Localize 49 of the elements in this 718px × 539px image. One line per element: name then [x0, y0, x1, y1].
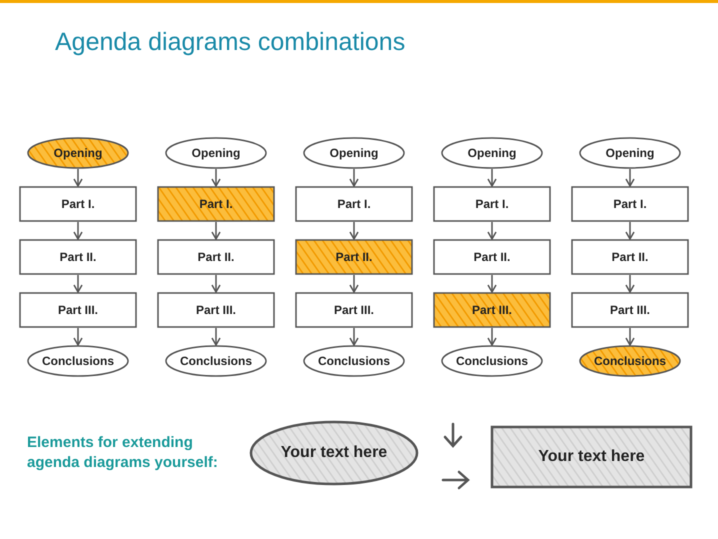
arrow [349, 222, 359, 240]
node-label: Part III. [470, 303, 513, 317]
arrow [625, 222, 635, 240]
arrow [487, 169, 497, 187]
node-label: Your text here [280, 444, 388, 462]
arrow [73, 275, 83, 293]
node-label: Part III. [332, 303, 375, 317]
node-label: Opening [466, 146, 518, 160]
arrow [625, 169, 635, 187]
node-label: Part I. [474, 197, 510, 211]
arrow [211, 328, 221, 346]
arrow [487, 328, 497, 346]
arrow [625, 328, 635, 346]
arrow [487, 275, 497, 293]
arrow [211, 222, 221, 240]
node-label: Part II. [196, 250, 236, 264]
node-label: Your text here [537, 448, 646, 466]
node-label: Part II. [334, 250, 374, 264]
note-text: Elements for extending agenda diagrams yourself: [27, 433, 219, 473]
node-label: Part I. [60, 197, 96, 211]
arrow [349, 328, 359, 346]
node-label: Opening [190, 146, 242, 160]
arrow [73, 169, 83, 187]
node-label: Part I. [198, 197, 234, 211]
arrow [73, 328, 83, 346]
title: Agenda diagrams combinations [55, 28, 406, 57]
arrow [211, 275, 221, 293]
arrow [211, 169, 221, 187]
node-label: Part I. [612, 197, 648, 211]
node-label: Conclusions [40, 354, 115, 368]
node-label: Part II. [472, 250, 512, 264]
arrow [625, 275, 635, 293]
node-label: Part III. [194, 303, 237, 317]
node-label: Part III. [56, 303, 99, 317]
node-label: Part II. [58, 250, 98, 264]
node-label: Conclusions [178, 354, 253, 368]
node-label: Conclusions [454, 354, 529, 368]
arrow [487, 222, 497, 240]
node-label: Opening [328, 146, 380, 160]
arrow [349, 275, 359, 293]
arrow [73, 222, 83, 240]
node-label: Part III. [608, 303, 651, 317]
node-label: Conclusions [592, 354, 667, 368]
node-label: Opening [604, 146, 656, 160]
node-label: Part II. [610, 250, 650, 264]
node-label: Opening [52, 146, 104, 160]
node-label: Part I. [336, 197, 372, 211]
arrow [349, 169, 359, 187]
node-label: Conclusions [316, 354, 391, 368]
